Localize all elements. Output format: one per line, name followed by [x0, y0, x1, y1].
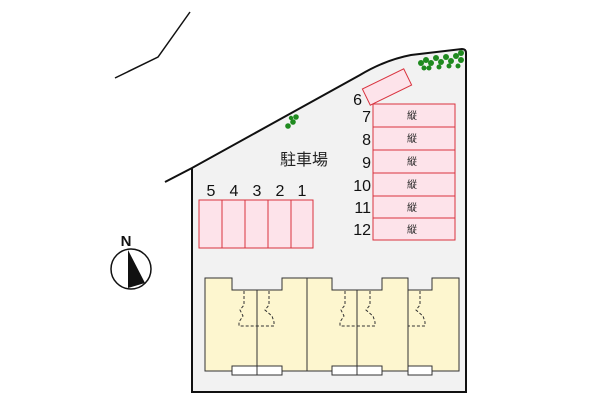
apartment-building [204, 277, 460, 372]
spot-label-7: 縦 [407, 109, 417, 122]
spot-number-5: 5 [207, 183, 216, 200]
spot-number-4: 4 [230, 183, 239, 200]
spot-label-12: 縦 [407, 223, 417, 236]
parking-spot-5 [198, 199, 223, 249]
spot-number-11: 11 [354, 200, 371, 217]
spot-label-10: 縦 [407, 178, 417, 191]
spot-label-9: 縦 [407, 155, 417, 168]
spot-number-7: 7 [362, 109, 371, 126]
spot-number-3: 3 [253, 183, 262, 200]
road-boundary-line [114, 11, 191, 79]
spot-number-2: 2 [276, 183, 285, 200]
shrub-icon [285, 114, 299, 129]
parking-spot-4 [221, 199, 246, 249]
entrance-steps [231, 365, 433, 376]
parking-lot-title: 駐車場 [280, 150, 328, 169]
parking-left-row [198, 199, 314, 249]
spot-label-8: 縦 [407, 132, 417, 145]
lot-boundary [164, 47, 467, 393]
spot-label-11: 縦 [407, 201, 417, 214]
parking-spot-1 [290, 199, 314, 249]
parking-spot-6 [361, 68, 413, 106]
tree-cluster-icon [418, 50, 464, 71]
parking-spot-3 [244, 199, 269, 249]
spot-number-12: 12 [353, 222, 371, 239]
north-arrow-icon: N [110, 233, 152, 290]
parking-right-column [372, 103, 456, 241]
spot-number-9: 9 [362, 155, 371, 172]
parking-spot-2 [267, 199, 292, 249]
spot-number-6: 6 [353, 92, 362, 109]
interior-dashed-lines [238, 291, 426, 327]
parking-spot-12 [372, 217, 456, 241]
compass-north-label: N [121, 233, 132, 250]
spot-number-10: 10 [353, 178, 371, 195]
spot-number-1: 1 [298, 183, 307, 200]
spot-number-8: 8 [362, 132, 371, 149]
